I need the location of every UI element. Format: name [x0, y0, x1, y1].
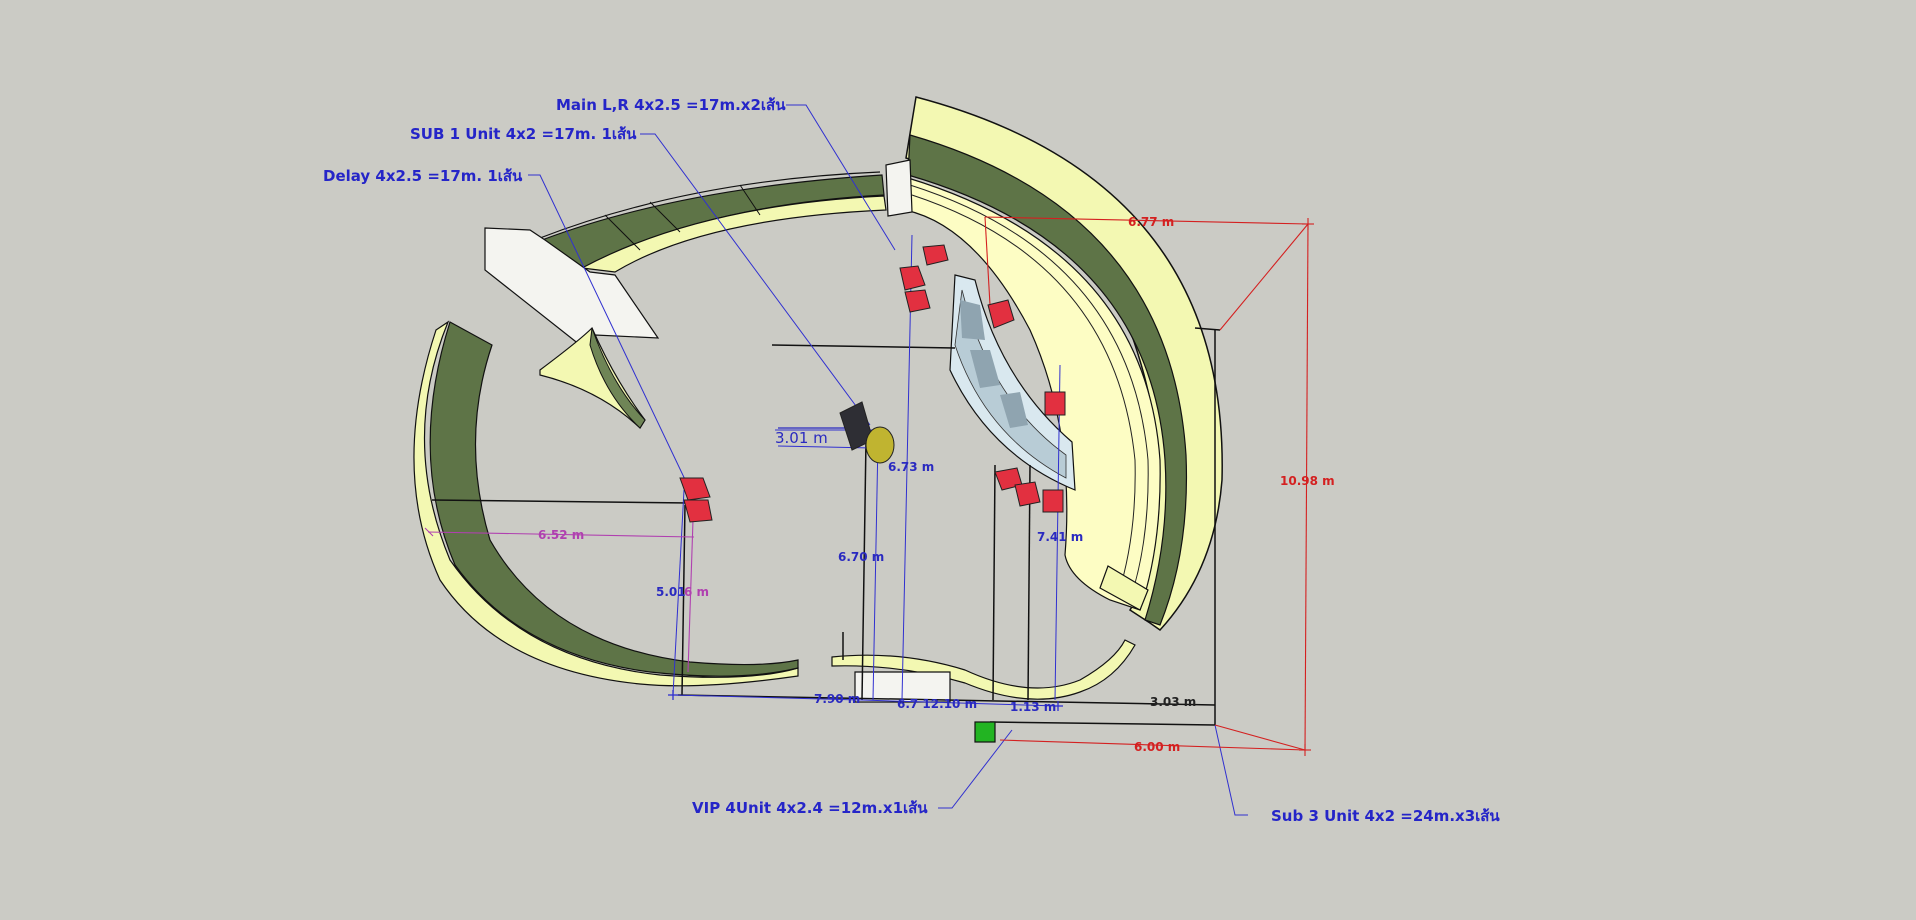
dim-bottom-mid: 6.7 12.10 m [897, 697, 977, 711]
callout-sub1: SUB 1 Unit 4x2 =17m. 1เส้น [410, 125, 637, 143]
callout-sub3: Sub 3 Unit 4x2 =24m.x3เส้น [1271, 807, 1500, 825]
floor-line-1 [771, 344, 956, 349]
callout-vip: VIP 4Unit 4x2.4 =12m.x1เส้น [692, 799, 928, 817]
speaker-main-top-2 [899, 265, 926, 291]
dim-6-73: 6.73 m [888, 460, 934, 474]
right-arc-step-line-2 [911, 194, 1136, 596]
floor-line-2 [431, 499, 691, 504]
floor-line-6 [989, 721, 1216, 726]
dim-7-41: 7.41 m [1037, 530, 1083, 544]
speaker-right-1 [987, 299, 1015, 329]
left-arc-wall-green [429, 321, 799, 677]
speaker-right-2 [1044, 391, 1066, 416]
dim-3-03: 3.03 m [1150, 695, 1196, 709]
callout-main-lr: Main L,R 4x2.5 =17m.x2เส้น [556, 96, 786, 114]
top-curve-wall-cream [580, 195, 887, 273]
speaker-group [679, 244, 1066, 743]
right-arc-step-line [909, 184, 1149, 601]
dim-6-77: 6.77 m [1128, 215, 1174, 229]
dim-6-70: 6.70 m [838, 550, 884, 564]
funnel-prop-shade [589, 327, 646, 429]
dim-6-52: 6.52 m [538, 528, 584, 542]
right-arc-stage-green [907, 134, 1188, 626]
floor-line-3 [677, 694, 1216, 706]
white-entry-platform [484, 227, 660, 346]
wall-seg-1 [604, 214, 641, 251]
glass-panel-2 [970, 350, 1000, 388]
speaker-delay-2 [683, 499, 713, 523]
glass-panel-3 [1000, 392, 1028, 428]
floor-line-7 [861, 439, 867, 701]
dim-10-98: 10.98 m [1280, 474, 1335, 488]
dim-6m: 6 m [684, 585, 709, 599]
speaker-right-5 [1042, 489, 1064, 513]
callout-delay: Delay 4x2.5 =17m. 1เส้น [323, 167, 523, 185]
plus-markers [668, 690, 1063, 711]
left-arc-wall-cream [413, 320, 799, 687]
purple-dim-lines [424, 519, 695, 673]
dim-3-01: 3.01 m [775, 429, 828, 447]
glass-panel-1 [960, 300, 985, 340]
bottom-wave-strip [831, 639, 1136, 700]
wall-seg-3 [739, 184, 761, 216]
right-arc-stage-floor [904, 177, 1161, 611]
top-curve-wall-top [539, 171, 881, 239]
right-arc-end-block [1099, 565, 1149, 611]
green-marker [974, 721, 996, 743]
wall-seg-2 [649, 201, 681, 233]
speaker-right-4 [1014, 481, 1041, 507]
speaker-main-top-3 [904, 289, 931, 313]
top-white-block [885, 159, 913, 217]
red-dim-lines [984, 216, 1314, 756]
floor-line-9 [992, 464, 996, 701]
floor-line-5 [1194, 327, 1221, 331]
cable-lines [528, 104, 1248, 816]
dim-5-01: 5.01 [656, 585, 686, 599]
speaker-delay-1 [679, 477, 711, 501]
dim-1-13: 1.13 m [1010, 700, 1056, 714]
dim-7-90: 7.90 m [814, 692, 860, 706]
foh-barrel [865, 426, 895, 464]
dim-6-00: 6.00 m [1134, 740, 1180, 754]
speaker-main-top-1 [922, 244, 949, 266]
